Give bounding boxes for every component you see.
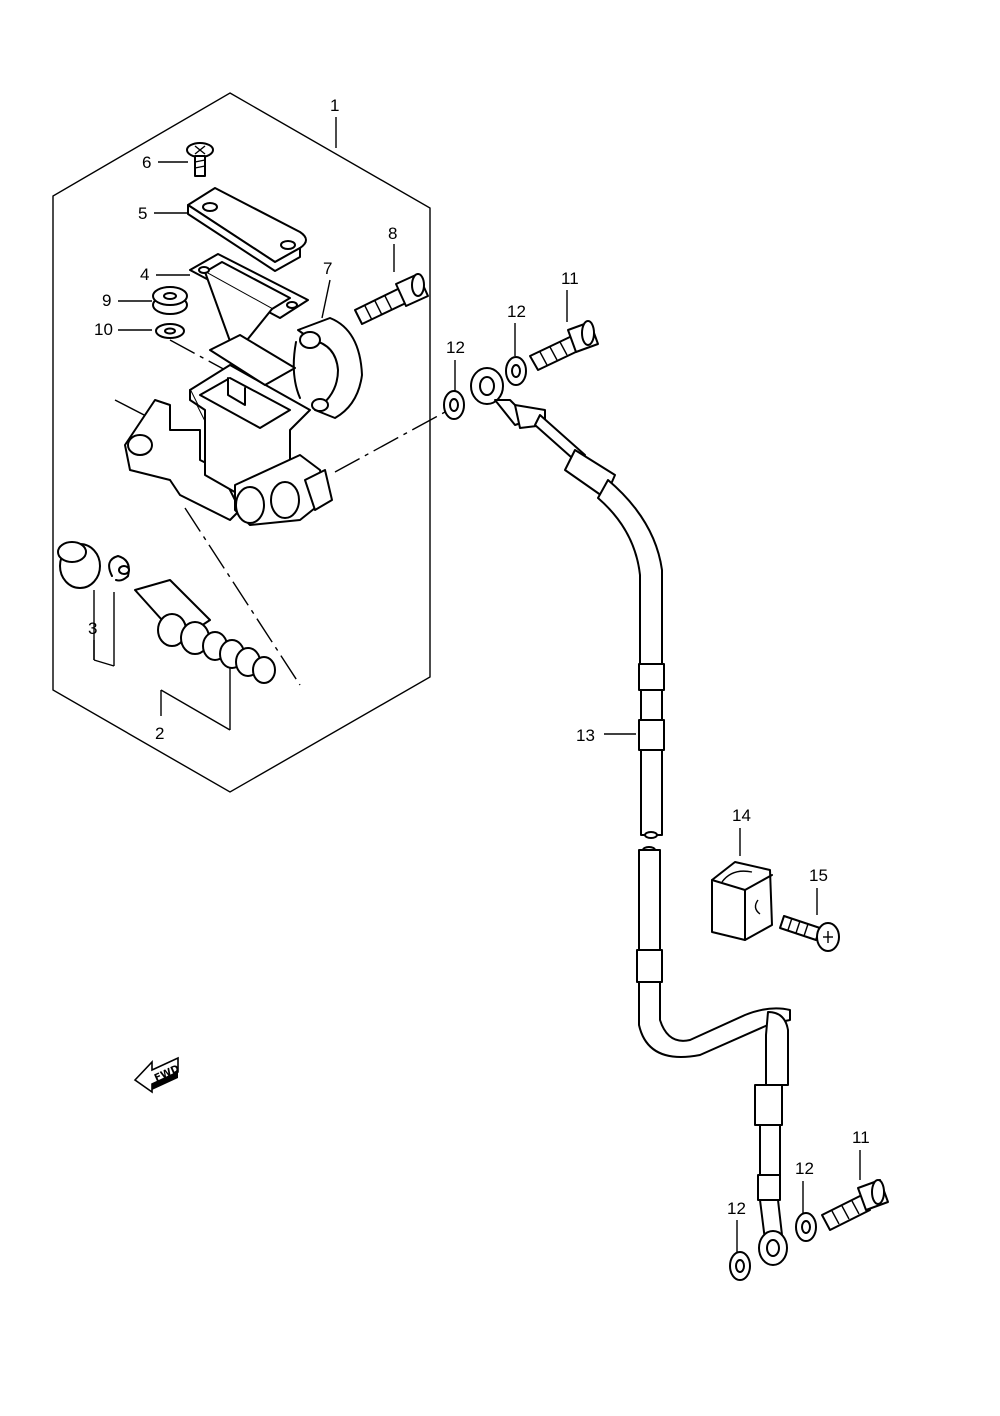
callout-9[interactable]: 9 [102,291,111,310]
callout-7[interactable]: 7 [323,259,332,278]
washer-part-12-lower-left[interactable] [729,1251,751,1281]
washer-part-10[interactable] [155,323,185,339]
forward-arrow-icon: FWD [133,1056,181,1094]
callout-11-bottom[interactable]: 11 [852,1128,870,1147]
washer-part-12-lower-right[interactable] [795,1212,817,1242]
diaphragm-part-4[interactable] [189,253,309,356]
brake-hose-part-13[interactable] [470,367,791,1266]
washer-part-12-upper-left[interactable] [443,390,465,420]
callout-5[interactable]: 5 [138,204,147,223]
callout-12-upper-right[interactable]: 12 [507,302,526,321]
callout-14[interactable]: 14 [732,806,751,825]
banjo-bolt-part-11-top[interactable] [529,320,599,371]
callout-13[interactable]: 13 [576,726,595,745]
assembly-boundary [52,92,431,793]
callout-1[interactable]: 1 [330,96,339,115]
callout-15[interactable]: 15 [809,866,828,885]
master-cylinder-body[interactable] [124,334,333,526]
callout-6[interactable]: 6 [142,153,151,172]
leader-lines [93,117,861,1252]
washer-part-12-upper-right[interactable] [505,356,527,386]
banjo-bolt-part-11-bottom[interactable] [821,1179,889,1231]
bolt-part-8[interactable] [354,273,429,325]
hose-clamp-part-14[interactable] [711,861,773,941]
callout-12-lower-right[interactable]: 12 [795,1159,814,1178]
callout-4[interactable]: 4 [140,265,149,284]
clamp-part-7[interactable] [292,317,363,419]
callout-2[interactable]: 2 [155,724,164,743]
callout-11-top[interactable]: 11 [561,269,579,288]
screw-part-6[interactable] [186,142,214,177]
callout-10[interactable]: 10 [94,320,113,339]
reservoir-cap-part-5[interactable] [187,187,307,272]
circlip[interactable] [108,555,130,582]
callout-12-upper-left[interactable]: 12 [446,338,465,357]
piston-spring-part-2[interactable] [134,579,276,684]
boot-part-9[interactable] [152,286,188,315]
bolt-part-15[interactable] [779,915,840,952]
dust-seal-part-3[interactable] [57,541,101,589]
callout-12-lower-left[interactable]: 12 [727,1199,746,1218]
callout-3[interactable]: 3 [88,619,97,638]
callout-8[interactable]: 8 [388,224,397,243]
